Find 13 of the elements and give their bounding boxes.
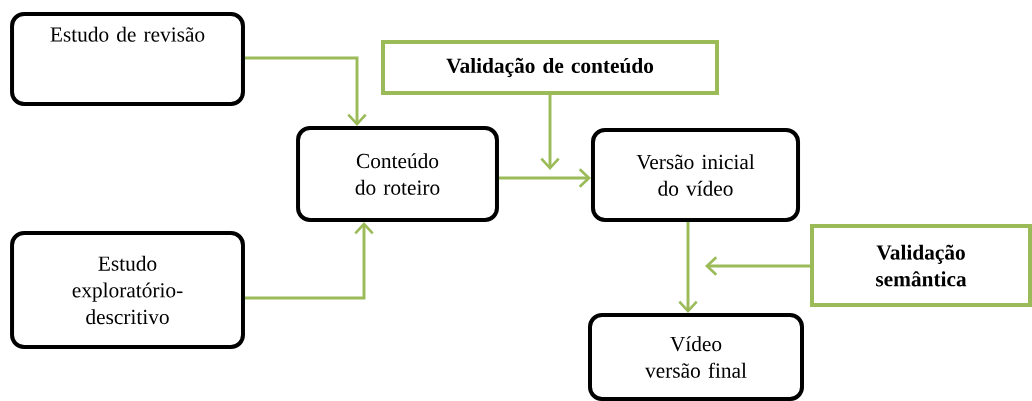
process-box: Conteúdo do roteiro — [296, 126, 499, 222]
process-box: Versão inicial do vídeo — [590, 128, 801, 222]
arrow — [244, 56, 367, 126]
arrow — [678, 222, 698, 313]
process-box: Vídeo versão final — [588, 313, 804, 401]
validation-box: Validação de conteúdo — [381, 40, 719, 95]
arrow — [540, 94, 560, 170]
process-box: Estudo de revisão — [10, 12, 245, 106]
process-box: Estudo exploratório-descritivo — [10, 231, 245, 349]
validation-box: Validação semântica — [810, 224, 1032, 307]
arrow — [244, 222, 374, 300]
arrow — [705, 256, 810, 276]
arrow — [498, 168, 591, 188]
